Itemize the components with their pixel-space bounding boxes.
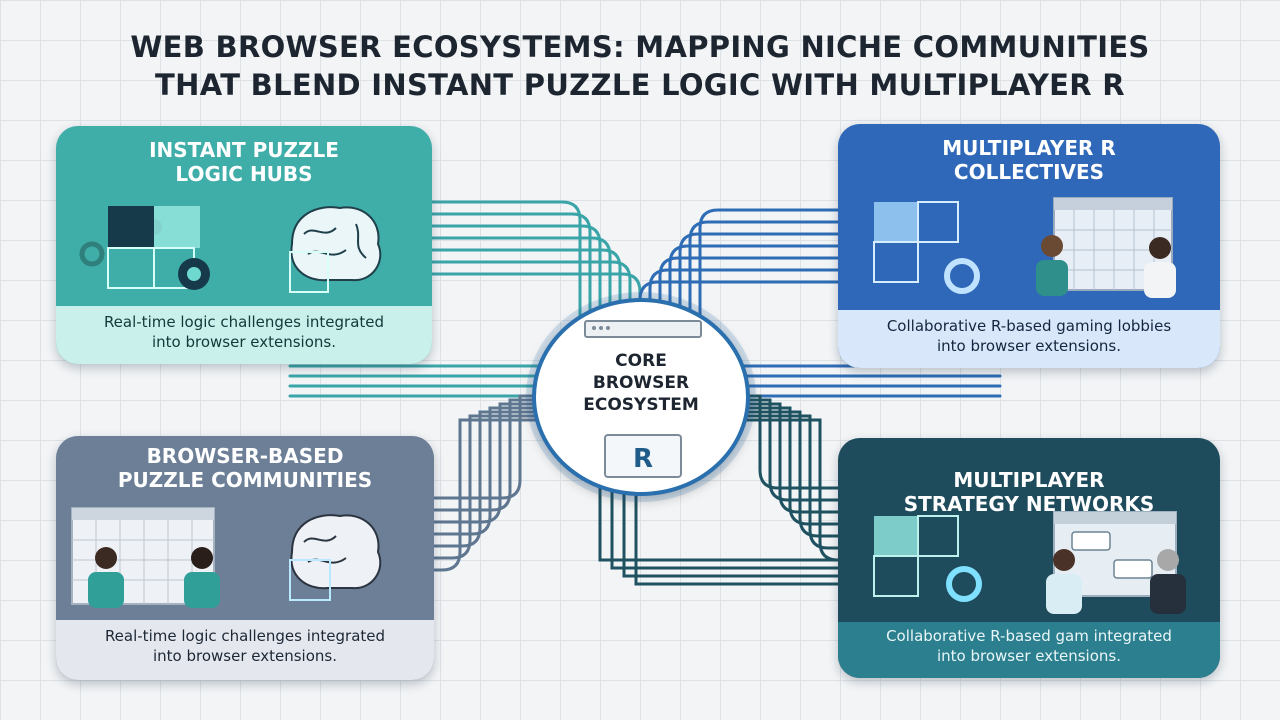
two-players-icon (88, 547, 220, 608)
card-description: Real-time logic challenges integrated in… (56, 620, 434, 680)
wire-top-right (658, 256, 840, 332)
wire-top-right (678, 232, 840, 332)
svg-text:R: R (633, 444, 653, 474)
puzzle-pieces-icon (873, 515, 959, 597)
hub-label: CORE BROWSER ECOSYSTEM (583, 351, 699, 415)
two-players-icon (1036, 235, 1176, 298)
card-heading: INSTANT PUZZLE LOGIC HUBS (149, 138, 339, 186)
card-description: Real-time logic challenges integrated in… (56, 306, 432, 364)
two-players-icon (1046, 549, 1186, 614)
wire-bottom-right (738, 394, 840, 490)
wire-bottom-center (598, 486, 840, 562)
wire-top-right (668, 244, 840, 332)
wire-top-left (430, 260, 632, 332)
card-multiplayer-r-collectives: MULTIPLAYER R COLLECTIVES Collaborative … (838, 124, 1220, 368)
wire-top-right (648, 268, 840, 332)
card-illustration (873, 197, 1176, 298)
gear-icon (944, 258, 980, 294)
puzzle-pieces-icon (873, 201, 959, 283)
wire-bottom-left (432, 414, 542, 560)
wire-top-right (688, 220, 840, 332)
wire-top-left (430, 200, 582, 332)
wire-top-left (430, 212, 592, 332)
wire-bottom-right (738, 398, 840, 502)
gear-icon (946, 566, 982, 602)
card-illustration (79, 206, 382, 293)
brain-icon (289, 514, 382, 601)
card-instant-puzzle-logic-hubs: INSTANT PUZZLE LOGIC HUBS Real-time logi… (56, 126, 432, 364)
title-line-1: WEB BROWSER ECOSYSTEMS: MAPPING NICHE CO… (130, 30, 1150, 64)
wire-bottom-left (432, 418, 542, 572)
wire-bottom-center (634, 486, 840, 586)
wire-bottom-left (432, 394, 542, 500)
wire-bottom-right (738, 410, 840, 538)
card-description: Collaborative R-based gaming lobbies int… (838, 310, 1220, 368)
brain-icon (289, 206, 382, 293)
wire-bottom-right (738, 414, 840, 550)
card-description: Collaborative R-based gam integrated int… (838, 622, 1220, 678)
wire-bottom-right (738, 402, 840, 514)
puzzle-pieces-icon (107, 206, 200, 289)
wire-bottom-left (432, 406, 542, 536)
card-browser-based-puzzle-communities: BROWSER-BASED PUZZLE COMMUNITIES Real-ti… (56, 436, 434, 680)
card-multiplayer-strategy-networks: MULTIPLAYER STRATEGY NETWORKS Collaborat… (838, 438, 1220, 678)
title-line-2: THAT BLEND INSTANT PUZZLE LOGIC WITH MUL… (155, 68, 1125, 102)
gear-icon (79, 241, 210, 290)
browser-bar-icon (584, 320, 702, 338)
r-logo-icon: R (604, 434, 682, 478)
wire-bottom-left (432, 398, 542, 512)
card-heading: BROWSER-BASED PUZZLE COMMUNITIES (117, 444, 373, 492)
wire-bottom-center (610, 486, 840, 570)
wire-top-left (430, 248, 622, 332)
wire-top-left (430, 236, 612, 332)
card-heading: MULTIPLAYER R COLLECTIVES (942, 136, 1116, 184)
wire-bottom-left (432, 410, 542, 548)
card-illustration (71, 507, 382, 608)
card-illustration (873, 511, 1186, 614)
wire-bottom-left (432, 402, 542, 524)
core-browser-ecosystem-hub: CORE BROWSER ECOSYSTEM R (532, 298, 750, 496)
wire-top-left (430, 224, 602, 332)
page-title: WEB BROWSER ECOSYSTEMS: MAPPING NICHE CO… (0, 28, 1280, 104)
wire-top-right (698, 208, 840, 332)
wire-bottom-center (622, 486, 840, 578)
wire-bottom-right (738, 406, 840, 526)
